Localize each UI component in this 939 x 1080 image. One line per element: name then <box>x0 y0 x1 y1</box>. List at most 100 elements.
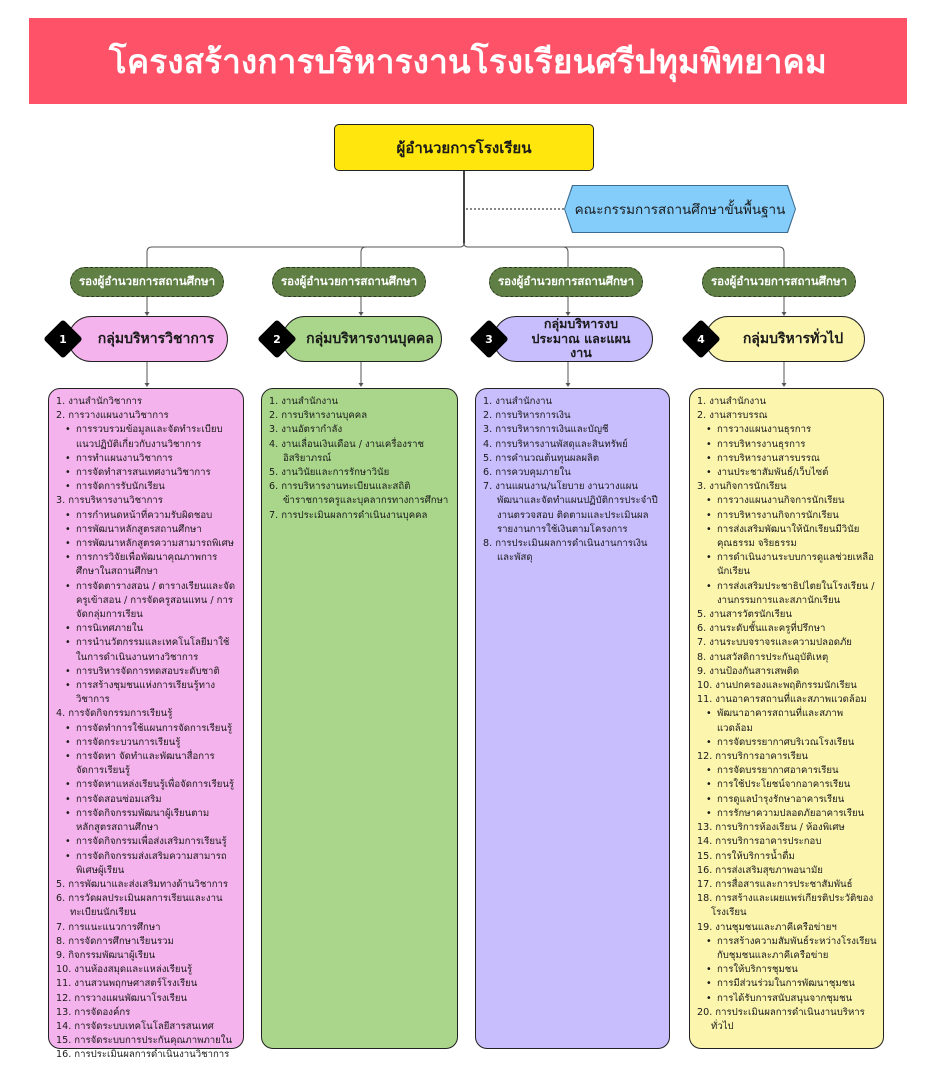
task-item: 4. การจัดกิจกรรมการเรียนรู้ <box>56 708 173 720</box>
task-item: 13. การจัดองค์กร <box>56 1006 131 1018</box>
task-subitem: การพัฒนาหลักสูตรความสามารถพิเศษ <box>56 537 238 551</box>
director-label: ผู้อำนวยการโรงเรียน <box>396 138 532 157</box>
task-subitem: การจัดกระบวนการเรียนรู้ <box>56 736 238 750</box>
group-academic: กลุ่มบริหารวิชาการ <box>68 316 228 362</box>
deputy-label: รองผู้อำนวยการสถานศึกษา <box>497 274 635 288</box>
task-subitem: การใช้ประโยชน์จากอาคารเรียน <box>697 778 878 792</box>
task-item: 11. งานอาคารสถานที่และสภาพแวดล้อม <box>697 694 867 706</box>
number-label: 2 <box>273 332 281 346</box>
group-label: กลุ่มบริหารวิชาการ <box>97 330 215 347</box>
task-item: 2. การบริหารการเงิน <box>483 410 571 422</box>
deputy-label: รองผู้อำนวยการสถานศึกษา <box>280 274 418 288</box>
task-subitem: การวางแผนงานธุรการ <box>697 423 878 437</box>
task-item: 6. การวัดผลประเมินผลการเรียนและงานทะเบีย… <box>56 893 223 919</box>
number-label: 3 <box>485 332 493 346</box>
number-badge-3: 3 <box>469 319 509 359</box>
task-subitem: การรักษาความปลอดภัยอาคารเรียน <box>697 807 878 821</box>
task-item: 5. การพัฒนาและส่งเสริมทางด้านวิชาการ <box>56 878 229 890</box>
task-subitem: การนิเทศภายใน <box>56 622 238 636</box>
task-subitem: การบริหารงานสารบรรณ <box>697 452 878 466</box>
number-label: 4 <box>697 332 705 346</box>
deputy-box-2: รองผู้อำนวยการสถานศึกษา <box>272 267 426 297</box>
task-subitem: การจัดทำการใช้แผนการจัดการเรียนรู้ <box>56 722 238 736</box>
committee-box: คณะกรรมการสถานศึกษาขั้นพื้นฐาน <box>565 186 795 232</box>
task-subitem: การพัฒนาหลักสูตรสถานศึกษา <box>56 523 238 537</box>
task-subitem: การส่งเสริมประชาธิปไตยในโรงเรียน / งานกร… <box>697 580 878 608</box>
group-personnel: กลุ่มบริหารงานบุคคล <box>282 316 442 362</box>
deputy-label: รองผู้อำนวยการสถานศึกษา <box>710 274 848 288</box>
task-subitem: การส่งเสริมพัฒนาให้นักเรียนมีวินัย คุณธร… <box>697 523 878 551</box>
deputy-box-1: รองผู้อำนวยการสถานศึกษา <box>70 267 224 297</box>
task-item: 11. งานสวนพฤกษศาสตร์โรงเรียน <box>56 978 198 990</box>
group-general: กลุ่มบริหารทั่วไป <box>705 316 865 362</box>
task-item: 6. การบริหารงานทะเบียนและสถิติข้าราชการค… <box>269 481 449 507</box>
task-subitem: การทำแผนงานวิชาการ <box>56 452 238 466</box>
task-item: 10. งานห้องสมุดและแหล่งเรียนรู้ <box>56 964 193 976</box>
committee-label: คณะกรรมการสถานศึกษาขั้นพื้นฐาน <box>574 202 786 218</box>
task-item: 12. การวางแผนพัฒนาโรงเรียน <box>56 992 188 1004</box>
task-item: 18. การสร้างและเผยแพร่เกียรติประวัติของโ… <box>697 893 874 919</box>
task-item: 15. การจัดระบบการประกันคุณภาพภายใน <box>56 1035 233 1047</box>
task-item: 1. งานสำนักงาน <box>697 396 767 407</box>
group-label: กลุ่มบริหารทั่วไป <box>742 330 844 347</box>
task-item: 2. การบริหารงานบุคคล <box>269 410 368 422</box>
task-subitem: การจัดกิจกรรมพัฒนาผู้เรียนตามหลักสูตรสถา… <box>56 807 238 835</box>
task-item: 4. งานเลื่อนเงินเดือน / งานเครื่องราชอิส… <box>269 438 424 464</box>
task-item: 8. การจัดการศึกษาเรียนรวม <box>56 935 174 947</box>
task-item: 8. งานสวัสดิการประกันอุบัติเหตุ <box>697 651 829 663</box>
task-item: 7. งานระบบจราจรและความปลอดภัย <box>697 637 852 649</box>
task-item: 16. การประเมินผลการดำเนินงานวิชาการ <box>56 1049 230 1061</box>
number-label: 1 <box>59 332 67 346</box>
task-item: 16. การส่งเสริมสุขภาพอนามัย <box>697 864 823 876</box>
task-subitem: การจัดบรรยากาศอาคารเรียน <box>697 764 878 778</box>
task-subitem: การสร้างความสัมพันธ์ระหว่างโรงเรียนกับชุ… <box>697 935 878 963</box>
task-subitem: การดูแลบำรุงรักษาอาคารเรียน <box>697 793 878 807</box>
task-subitem: การจัดทำสารสนเทศงานวิชาการ <box>56 466 238 480</box>
branch-line-inner <box>360 246 569 267</box>
task-item: 17. การสื่อสารและการประชาสัมพันธ์ <box>697 878 853 890</box>
task-item: 6. งานระดับชั้นและครูที่ปรึกษา <box>697 623 826 635</box>
number-badge-2: 2 <box>257 319 297 359</box>
task-item: 1. งานสำนักวิชาการ <box>56 396 143 407</box>
task-item: 5. งานสารวัตรนักเรียน <box>697 609 792 621</box>
task-subitem: การจัดการรับนักเรียน <box>56 480 238 494</box>
task-item: 1. งานสำนักงาน <box>269 396 339 407</box>
task-item: 5. งานวินัยและการรักษาวินัย <box>269 467 390 479</box>
group-label: กลุ่มบริหารงานบุคคล <box>306 330 434 347</box>
task-subitem: การบริหารจัดการทดสอบระดับชาติ <box>56 665 238 679</box>
task-subitem: งานประชาสัมพันธ์/เว็บไซต์ <box>697 466 878 480</box>
task-item: 8. การประเมินผลการดำเนินงานการเงินและพัส… <box>483 538 648 564</box>
page-title: โครงสร้างการบริหารงานโรงเรียนศรีปทุมพิทย… <box>108 41 828 81</box>
task-subitem: การจัดบรรยากาศบริเวณโรงเรียน <box>697 736 878 750</box>
task-item: 7. การประเมินผลการดำเนินงานบุคคล <box>269 509 428 521</box>
task-subitem: พัฒนาอาคารสถานที่และสภาพแวดล้อม <box>697 707 878 735</box>
task-subitem: การบริหารงานกิจการนักเรียน <box>697 509 878 523</box>
task-subitem: การบริหารงานธุรการ <box>697 438 878 452</box>
task-item: 3. งานอัตรากำลัง <box>269 424 343 436</box>
task-item: 10. งานปกครองและพฤติกรรมนักเรียน <box>697 680 857 692</box>
task-subitem: การกำหนดหน้าที่ความรับผิดชอบ <box>56 509 238 523</box>
task-item: 14. การบริการอาคารประกอบ <box>697 836 822 848</box>
task-subitem: การการวิจัยเพื่อพัฒนาคุณภาพการศึกษาในสถา… <box>56 551 238 579</box>
deputy-box-4: รองผู้อำนวยการสถานศึกษา <box>702 267 856 297</box>
task-subitem: การจัดหา จัดทำและพัฒนาสื่อการจัดการเรียน… <box>56 750 238 778</box>
task-subitem: การวางแผนงานกิจการนักเรียน <box>697 494 878 508</box>
task-item: 1. งานสำนักงาน <box>483 396 553 407</box>
group-budget: กลุ่มบริหารงบประมาณ และแผนงาน <box>493 316 653 362</box>
task-subitem: การรวบรวมข้อมูลและจัดทำระเบียบแนวปฏิบัติ… <box>56 423 238 451</box>
task-item: 19. งานชุมชนและภาคีเครือข่ายฯ <box>697 921 837 933</box>
number-badge-1: 1 <box>43 319 83 359</box>
task-item: 7. งานแผนงาน/นโยบาย งานวางแผนพัฒนาและจัด… <box>483 481 658 535</box>
branch-line <box>146 242 785 267</box>
task-item: 9. งานป้องกันสารเสพติด <box>697 665 800 677</box>
task-item: 13. การบริการห้องเรียน / ห้องพิเศษ <box>697 822 845 834</box>
task-item: 7. การแนะแนวการศึกษา <box>56 921 161 933</box>
task-subitem: การจัดหาแหล่งเรียนรู้เพื่อจัดการเรียนรู้ <box>56 778 238 792</box>
task-subitem: การมีส่วนร่วมในการพัฒนาชุมชน <box>697 977 878 991</box>
task-item: 20. การประเมินผลการดำเนินงานบริหารทั่วไป <box>697 1006 865 1032</box>
task-subitem: การสร้างชุมชนแห่งการเรียนรู้ทางวิชาการ <box>56 679 238 707</box>
task-item: 5. การคำนวณต้นทุนผลผลิต <box>483 452 600 464</box>
